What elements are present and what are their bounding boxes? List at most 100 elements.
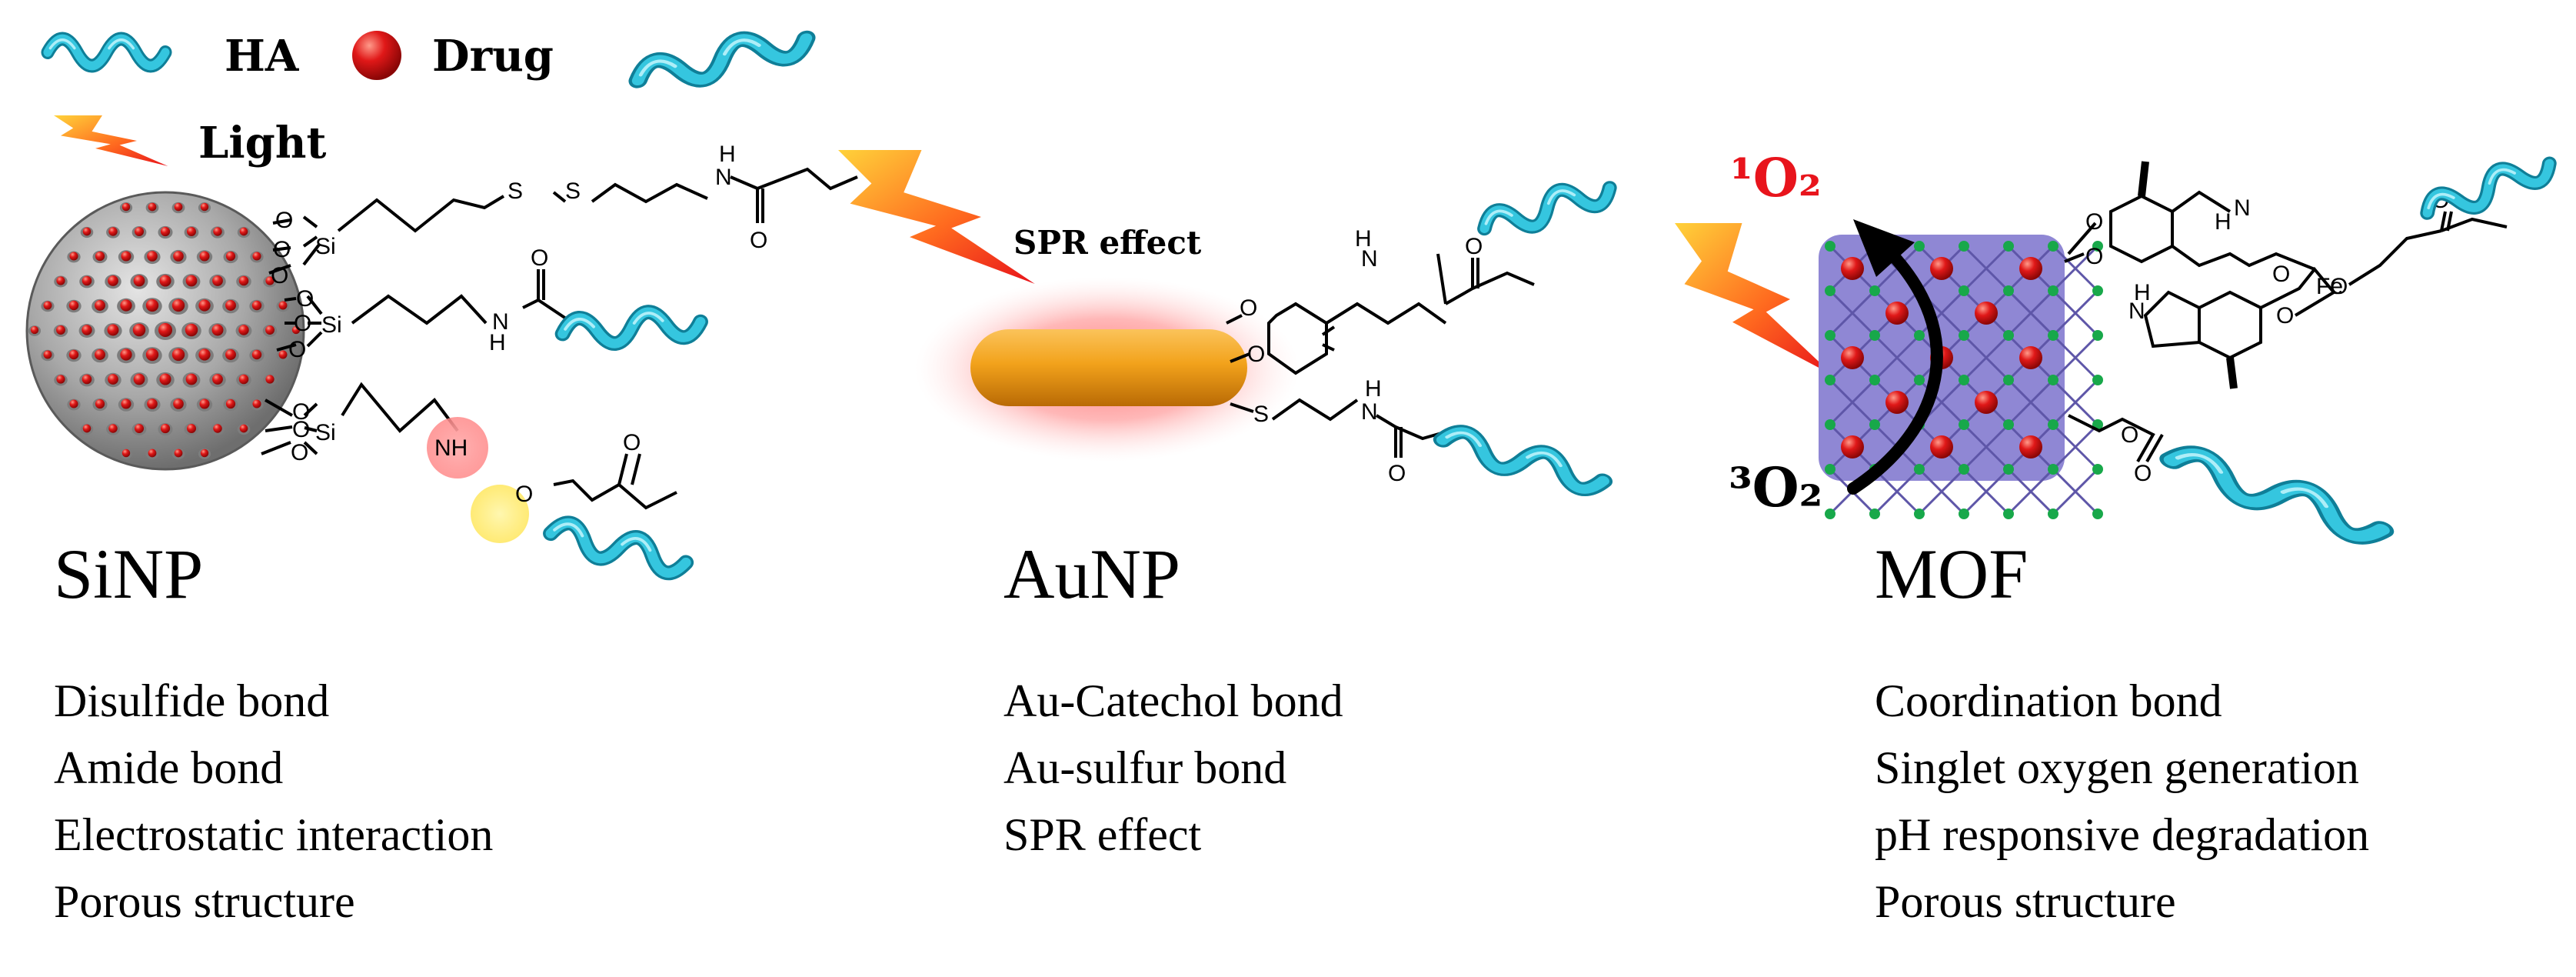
drug-molecule (108, 275, 118, 286)
drug-molecule (108, 227, 118, 236)
mof-linker (2052, 423, 2099, 471)
sinp-atom-o: O (531, 245, 548, 271)
sinp-atom-o: O (623, 430, 641, 455)
mof-linker (1962, 423, 2010, 471)
drug-molecule (95, 349, 105, 360)
sinp-atom-o: O (750, 228, 767, 253)
drug-molecule (145, 348, 159, 362)
metal-node (1914, 241, 1925, 252)
drug-molecule (121, 202, 131, 212)
aunp-atom-n: N (1361, 246, 1378, 272)
sinp-atom-o: O (275, 208, 293, 233)
metal-node (2048, 241, 2058, 252)
sinp-property: Amide bond (54, 742, 284, 793)
sinp-atom-h: H (719, 142, 736, 167)
drug-molecule (171, 298, 185, 312)
ha-ribbon (547, 519, 689, 576)
drug-molecule (95, 251, 105, 262)
metal-node (2092, 285, 2103, 296)
drug-molecule (239, 424, 248, 433)
mof-linker (1829, 378, 1876, 426)
gold-nanorod (970, 329, 1247, 406)
sinp-atom-o: O (292, 399, 310, 425)
singlet-oxygen-label: ¹O₂ (1730, 148, 1822, 209)
drug-molecule (69, 252, 78, 261)
metal-node (2003, 330, 2014, 341)
light-bolt-icon (1675, 223, 1834, 375)
aunp-property: Au-sulfur bond (1003, 742, 1287, 793)
mof-atom-h: H (2215, 209, 2232, 235)
sinp-atom-n: N (492, 309, 509, 335)
metal-node (2003, 285, 2014, 296)
drug-molecule (56, 325, 65, 335)
drug-molecule (1975, 391, 1998, 414)
sinp-atom-o: O (292, 417, 310, 442)
aunp-atom-h: H (1355, 226, 1372, 252)
drug-molecule (198, 348, 211, 361)
drug-molecule (158, 323, 172, 337)
drug-molecule (211, 324, 224, 336)
drug-molecule (174, 448, 183, 458)
aunp-atom-s: S (1253, 402, 1269, 427)
drug-molecule (107, 324, 119, 336)
drug-molecule (185, 275, 198, 287)
drug-molecule (1885, 391, 1909, 414)
ha-legend-label: HA (225, 31, 300, 82)
aunp-atom-n: N (1361, 399, 1378, 425)
ha-ribbon (2167, 446, 2387, 543)
drug-molecule (69, 399, 78, 408)
drug-molecule (148, 448, 157, 458)
mof-atom-o: O (2330, 274, 2348, 299)
drug-molecule (225, 398, 236, 409)
metal-node (1959, 509, 1969, 519)
drug-molecule (160, 226, 171, 237)
sinp-atom-s: S (565, 178, 581, 204)
metal-node (1869, 375, 1880, 385)
drug-molecule (225, 349, 236, 360)
fe-coordination-complex (2064, 161, 2508, 462)
drug-legend-icon (352, 31, 401, 80)
drug-molecule (213, 424, 222, 433)
ammonium-highlight (427, 417, 488, 478)
drug-molecule (56, 276, 65, 285)
metal-node (1825, 330, 1835, 341)
drug-molecule (145, 298, 159, 312)
mof-linker (2052, 468, 2099, 515)
aunp-atom-o: O (1388, 461, 1406, 486)
metal-node (1959, 464, 1969, 475)
mof-atom-o: O (2272, 262, 2290, 287)
drug-molecule (1930, 435, 1953, 458)
metal-node (2003, 375, 2014, 385)
mof-property: Coordination bond (1875, 675, 2222, 726)
metal-node (1959, 285, 1969, 296)
metal-node (2048, 509, 2058, 519)
drug-molecule (174, 202, 183, 212)
metal-node (1869, 509, 1880, 519)
drug-molecule (265, 325, 275, 335)
drug-molecule (132, 323, 146, 337)
drug-molecule (1975, 302, 1998, 325)
drug-molecule (278, 350, 288, 359)
sinp-atom-o: O (273, 237, 291, 262)
drug-molecule (200, 448, 209, 458)
drug-molecule (120, 348, 132, 361)
drug-molecule (160, 423, 171, 434)
metal-node (2092, 330, 2103, 341)
mof-linker (2007, 289, 2055, 337)
metal-node (2092, 241, 2103, 252)
drug-molecule (291, 325, 301, 335)
drug-molecule (82, 374, 92, 385)
drug-molecule (95, 398, 105, 409)
drug-legend-label: Drug (432, 31, 554, 82)
drug-molecule (121, 398, 131, 409)
silica-nanoparticle (25, 191, 305, 471)
drug-molecule (68, 300, 79, 311)
drug-molecule (1930, 257, 1953, 280)
mof-linker (1873, 334, 1921, 382)
drug-molecule (56, 375, 65, 384)
metal-node (2092, 375, 2103, 385)
drug-molecule (43, 301, 52, 310)
drug-molecule (252, 252, 261, 261)
mof-atom-o: O (2276, 303, 2294, 328)
mof-linker (1962, 334, 2010, 382)
